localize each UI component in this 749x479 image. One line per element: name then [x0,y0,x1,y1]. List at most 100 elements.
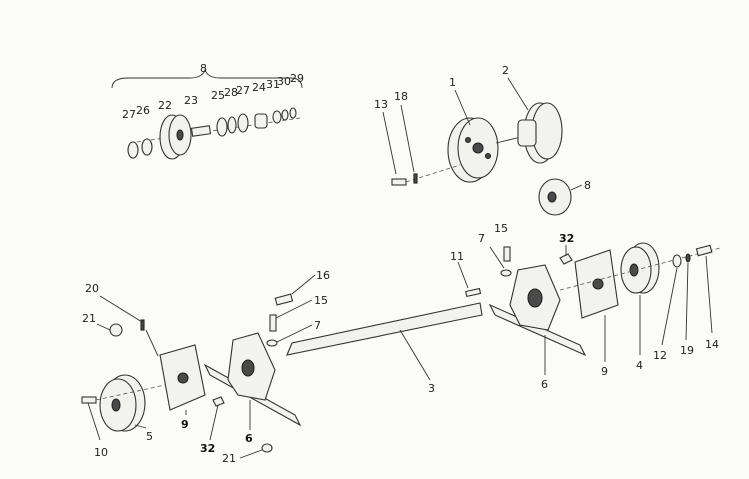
callout-16: 16 [316,269,330,282]
callout-27b: 27 [236,84,250,97]
part-18-pin [413,173,418,184]
leader-12 [661,267,678,346]
leader-20-pin [145,329,159,357]
part-29-nut [289,107,297,119]
part-32-left-grease-nipple [212,396,225,407]
callout-7-right: 7 [478,232,485,245]
main-shaft-group: 3 11 [286,250,483,395]
part-32-right-grease-nipple [559,253,573,265]
callout-30: 30 [277,75,291,88]
callout-32-right: 32 [559,232,574,245]
callout-11: 11 [450,250,464,263]
part-28-spacer [227,116,237,134]
leader-14 [705,255,713,334]
part-13-bolt [391,178,407,186]
part-10-bolt [81,396,97,404]
leader-21-bottom [239,449,263,459]
leader-5 [134,424,147,429]
callout-9-right: 9 [601,365,608,378]
part-7-left-washer [266,339,278,347]
part-22-bore [176,129,184,141]
leader-1 [454,89,471,126]
part-20-pin [140,319,145,331]
leader-3 [399,329,431,381]
callout-19: 19 [680,344,694,357]
part-16-bolt [274,293,294,306]
callout-7-left: 7 [314,319,321,332]
callout-2: 2 [502,64,509,77]
part-27b-washer [237,113,249,133]
part-5-bore [111,398,121,412]
leader-18 [400,104,415,173]
leader-19 [685,262,689,341]
callout-28: 28 [224,86,238,99]
callout-21-top: 21 [82,312,96,325]
callout-4: 4 [636,359,643,372]
callout-1: 1 [449,76,456,89]
callout-24: 24 [252,81,266,94]
callout-23: 23 [184,94,198,107]
callout-29: 29 [290,72,304,85]
callout-31: 31 [266,78,280,91]
part-8-bore [547,191,557,203]
callout-8-right: 8 [584,179,591,192]
assembly-8-axis [129,117,301,144]
part-3-shaft [286,302,483,356]
leader-10 [87,402,101,441]
callout-3: 3 [428,382,435,395]
part-14-bolt [695,244,713,257]
part-21-top-nut [109,323,123,337]
part-12-washer [672,254,682,268]
part-1-bolt-hole [484,152,492,160]
part-25-bearing [216,117,228,137]
callout-14: 14 [705,338,719,351]
right-support-group: 7 15 32 6 9 4 12 19 14 [478,222,721,391]
part-26-ring [141,138,153,156]
callout-12: 12 [653,349,667,362]
leader-21-top [96,323,111,331]
leader-32-left [209,404,219,441]
callout-9-left: 9 [181,418,189,431]
part-1-center-hole [472,142,484,154]
callout-27a: 27 [122,108,136,121]
part-6-right-bore [527,288,543,308]
callout-32-left: 32 [200,442,215,455]
assembly-8-bracket [111,68,303,89]
callout-26: 26 [136,104,150,117]
callout-8-group: 8 [200,62,207,75]
callout-5: 5 [146,430,153,443]
leader-7-right [489,246,505,269]
callout-22: 22 [158,99,172,112]
part-27-washer [127,141,139,159]
left-axis-line [95,384,166,401]
leader-15-left [275,299,313,319]
leader-16 [291,274,316,295]
leader-7-left [276,324,313,343]
part-31-ring [272,110,282,124]
callout-21-bottom: 21 [222,452,236,465]
right-frame-rail [488,303,587,357]
part-21-bottom-nut [261,443,273,453]
callout-6-left: 6 [245,432,253,445]
part-1-bolt-hole [464,136,472,144]
callout-10: 10 [94,446,108,459]
leader-20 [99,295,143,323]
left-support-group: 20 21 16 15 7 10 5 9 32 6 21 [81,269,330,465]
callout-20: 20 [85,282,99,295]
part-19-lock [685,253,691,263]
part-9-left-bore [177,372,189,384]
leader-8-right [570,184,583,191]
callout-25: 25 [211,89,225,102]
leader-11 [457,261,469,289]
part-6-left-bore [241,359,255,377]
callout-15-right: 15 [494,222,508,235]
callout-13: 13 [374,98,388,111]
part-7-right-washer [500,269,512,277]
part-23-bushing [190,125,212,137]
part-24-sleeve [254,113,268,129]
hub-assembly-group: 13 18 1 2 8 [374,64,591,216]
leader-13 [382,111,397,175]
part-15-right-bolt [503,246,511,262]
part-2-boss [517,119,537,147]
